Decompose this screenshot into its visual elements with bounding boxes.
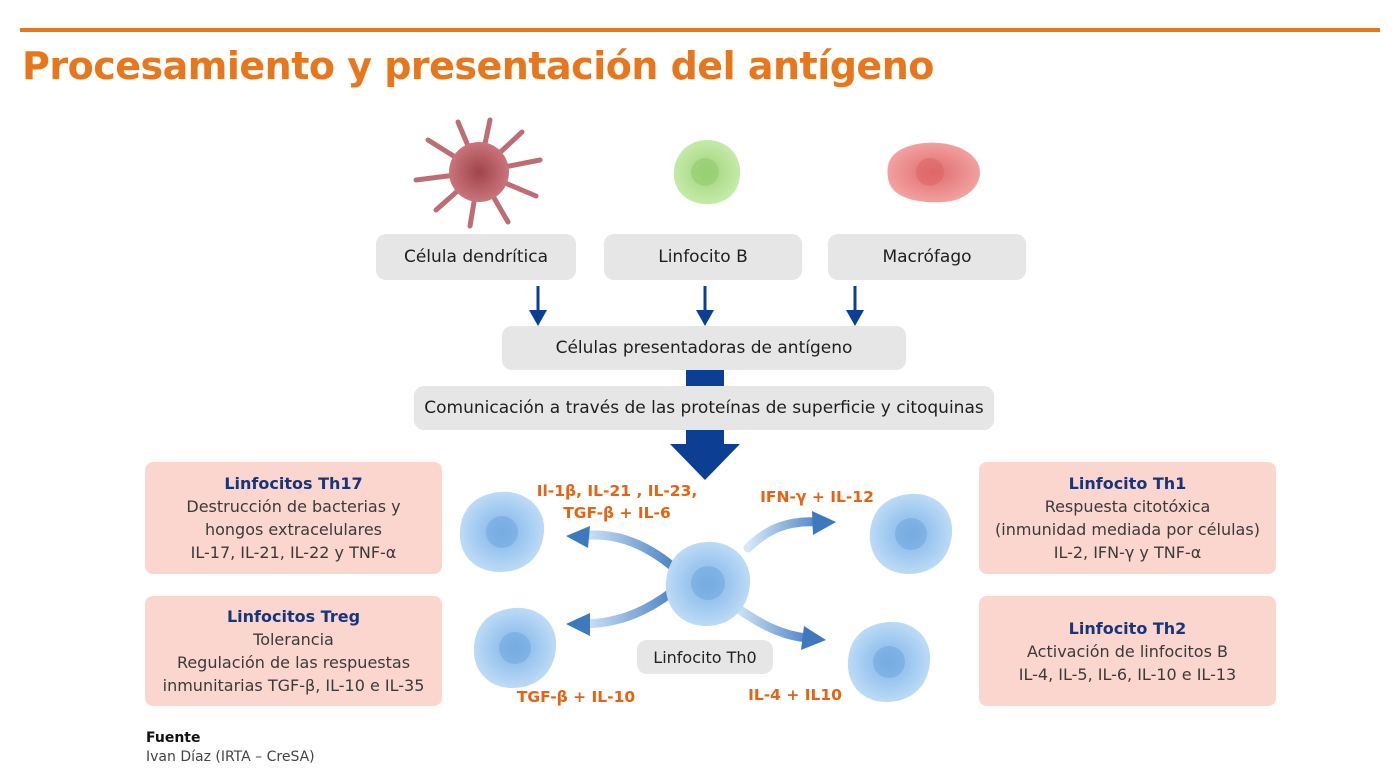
treg-cell-icon xyxy=(473,607,557,688)
th1-card: Linfocito Th1 Respuesta citotóxica (inmu… xyxy=(979,462,1276,574)
macrophage-icon xyxy=(887,142,981,203)
arrowhead-icon xyxy=(566,511,836,650)
source-text: Ivan Díaz (IRTA – CreSA) xyxy=(146,749,315,765)
th0-cell-icon xyxy=(665,541,751,626)
th2-cytokines-label: IL-4 + IL10 xyxy=(748,686,842,704)
th17-card: Linfocitos Th17 Destrucción de bacterias… xyxy=(145,462,442,574)
apc-label: Células presentadoras de antígeno xyxy=(502,326,906,370)
th1-line: (inmunidad mediada por células) xyxy=(995,520,1260,539)
dendritic-cell-icon xyxy=(413,117,543,229)
curved-arrow-icon xyxy=(575,517,823,643)
big-down-arrow-icon xyxy=(670,430,740,480)
b-lymphocyte-icon xyxy=(673,140,741,205)
th17-title: Linfocitos Th17 xyxy=(224,474,363,493)
dendritic-cell-label: Célula dendrítica xyxy=(376,234,576,280)
th17-cytokines-label: Il-1β, IL-21 , IL-23, TGF-β + IL-6 xyxy=(532,480,702,524)
th17-cell-icon xyxy=(459,491,545,572)
page-title: Procesamiento y presentación del antígen… xyxy=(22,44,934,88)
treg-line: inmunitarias TGF-β, IL-10 e IL-35 xyxy=(162,676,425,695)
treg-cytokines-label: TGF-β + IL-10 xyxy=(516,688,636,706)
th2-line: Activación de linfocitos B xyxy=(1027,641,1228,661)
th1-title: Linfocito Th1 xyxy=(1068,474,1187,493)
down-arrow-icon xyxy=(846,286,864,326)
th17-cytokines-line: Il-1β, IL-21 , IL-23, xyxy=(536,482,698,500)
macrophage-label: Macrófago xyxy=(828,234,1026,280)
th17-line: hongos extracelulares xyxy=(204,520,382,539)
th1-line: IL-2, IFN-γ y TNF-α xyxy=(1053,543,1202,562)
top-rule xyxy=(20,28,1380,32)
treg-line: Regulación de las respuestas xyxy=(176,653,411,672)
th2-line: IL-4, IL-5, IL-6, IL-10 e IL-13 xyxy=(1018,664,1237,684)
treg-line: Tolerancia xyxy=(253,630,334,649)
th0-label: Linfocito Th0 xyxy=(637,640,773,674)
th2-card: Linfocito Th2 Activación de linfocitos B… xyxy=(979,596,1276,706)
treg-title: Linfocitos Treg xyxy=(226,607,361,626)
th1-line: Respuesta citotóxica xyxy=(1044,497,1211,516)
th2-title: Linfocito Th2 xyxy=(1068,618,1187,638)
source-heading: Fuente xyxy=(146,730,201,746)
th1-cell-icon xyxy=(869,493,953,574)
down-arrow-icon xyxy=(529,286,547,326)
treg-card: Linfocitos Treg Tolerancia Regulación de… xyxy=(145,596,442,706)
connector-bar xyxy=(686,368,724,388)
th1-cytokines-label: IFN-γ + IL-12 xyxy=(760,488,874,506)
th2-cell-icon xyxy=(847,621,931,702)
communication-label: Comunicación a través de las proteínas d… xyxy=(414,386,994,430)
th17-line: IL-17, IL-21, IL-22 y TNF-α xyxy=(190,543,397,562)
down-arrow-icon xyxy=(696,286,714,326)
th17-line: Destrucción de bacterias y xyxy=(186,497,401,516)
b-lymphocyte-label: Linfocito B xyxy=(604,234,802,280)
th17-cytokines-line: TGF-β + IL-6 xyxy=(563,504,671,522)
